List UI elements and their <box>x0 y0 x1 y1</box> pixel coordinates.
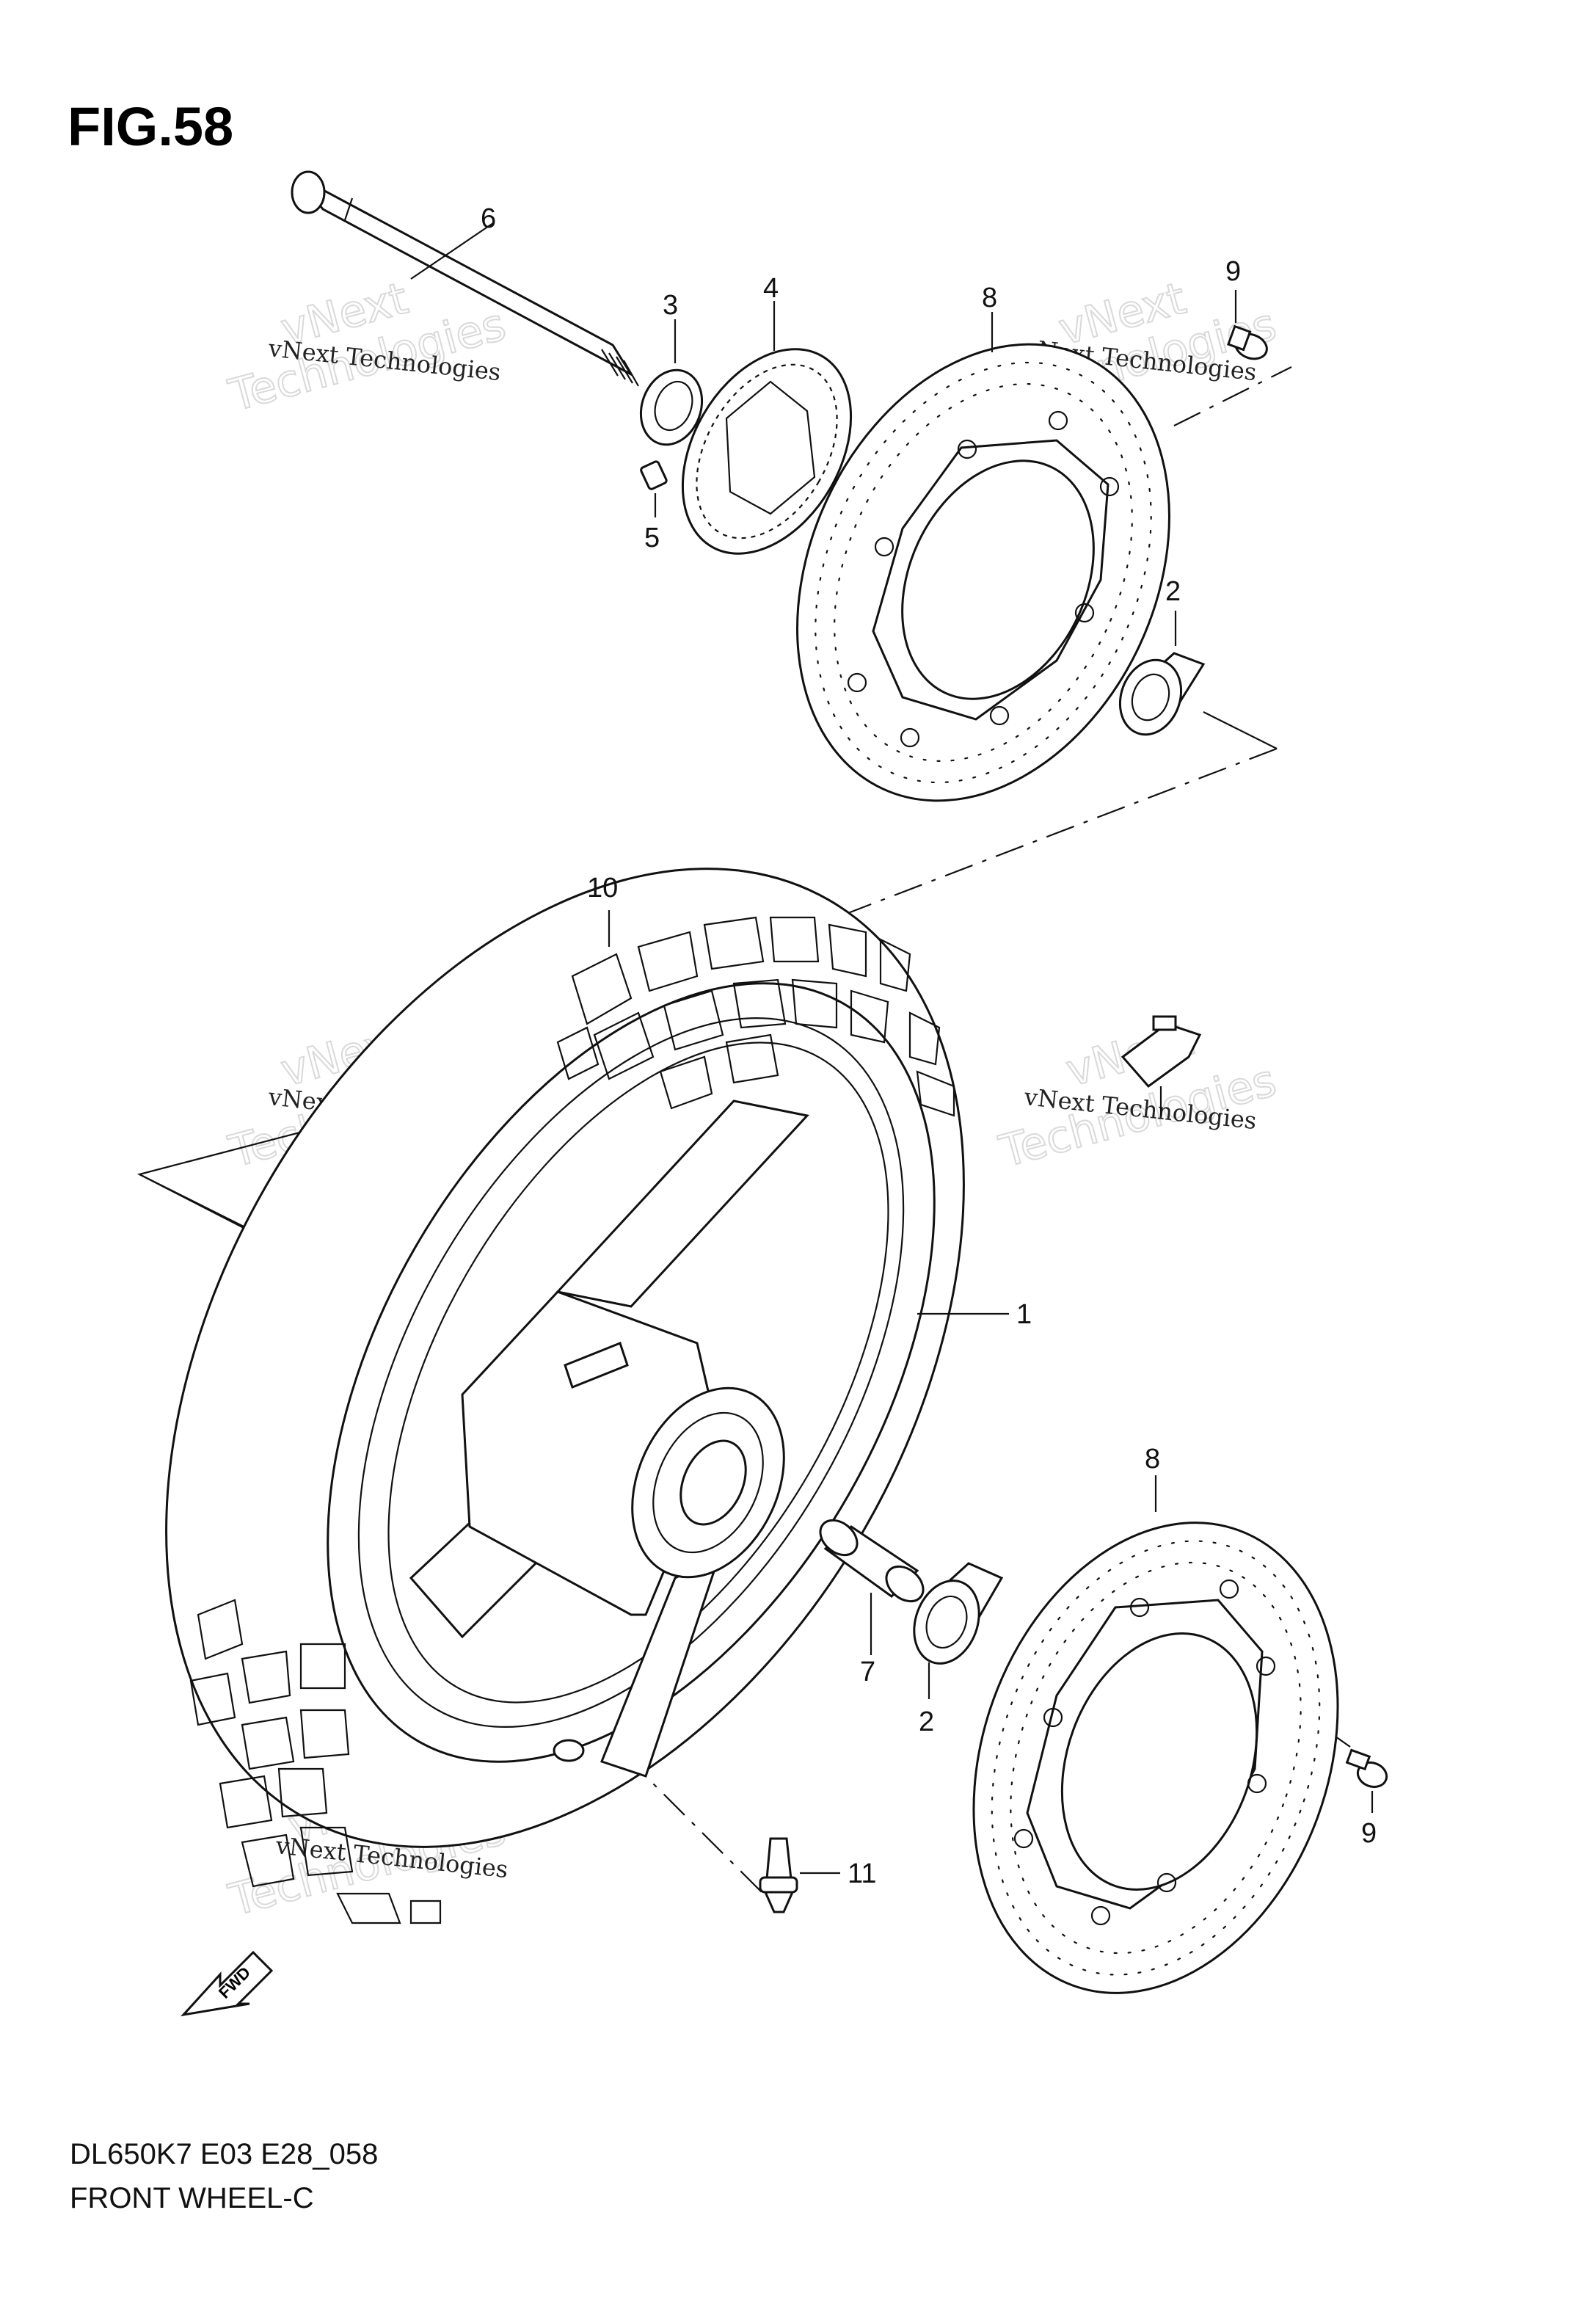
callout-2-lower: 2 <box>919 1706 934 1737</box>
callout-5: 5 <box>644 523 660 553</box>
watermark-mid-right: vNext Technologies vNext Technologies <box>994 1014 1282 1179</box>
oil-seal-part: 3 <box>639 290 704 446</box>
speed-sensor-part <box>1121 1015 1202 1116</box>
callout-11: 11 <box>848 1858 876 1889</box>
callout-7: 7 <box>860 1657 875 1687</box>
spacer-part: 7 <box>819 1519 925 1687</box>
bearing-lower-part: 2 <box>913 1562 1004 1737</box>
callout-3: 3 <box>663 290 678 321</box>
front-axle-part: 6 <box>291 170 639 387</box>
model-code: DL650K7 E03 E28_058 <box>70 2138 378 2170</box>
callout-8-lower: 8 <box>1145 1444 1160 1475</box>
bearing-upper-part: 2 <box>1118 576 1206 736</box>
watermark-top-left: vNext Technologies vNext Technologies <box>223 272 511 423</box>
callout-8-upper: 8 <box>982 283 997 313</box>
figure-title: FIG.58 <box>68 96 233 157</box>
brake-disc-upper-part: 8 <box>796 283 1170 802</box>
brake-disc-lower-part: 8 <box>972 1444 1339 1994</box>
callout-1: 1 <box>1016 1299 1032 1330</box>
fwd-arrow-icon: FWD <box>180 1950 274 2017</box>
callout-9-lower: 9 <box>1361 1818 1377 1849</box>
callout-2-upper: 2 <box>1165 576 1181 607</box>
figure-caption: FRONT WHEEL-C <box>70 2182 314 2214</box>
disc-screw-lower-part: 9 <box>1345 1748 1388 1849</box>
small-bolt-part: 5 <box>640 460 668 553</box>
sensor-ring-part: 4 <box>681 273 853 555</box>
disc-screw-upper-part: 9 <box>1225 256 1268 360</box>
tire-valve-part: 11 <box>759 1837 876 1913</box>
callout-9-upper: 9 <box>1225 256 1241 287</box>
tire-and-wheel-part: 10 1 <box>165 868 1032 1924</box>
callout-6: 6 <box>481 203 496 234</box>
callout-10: 10 <box>587 873 618 904</box>
callout-4: 4 <box>763 273 779 304</box>
